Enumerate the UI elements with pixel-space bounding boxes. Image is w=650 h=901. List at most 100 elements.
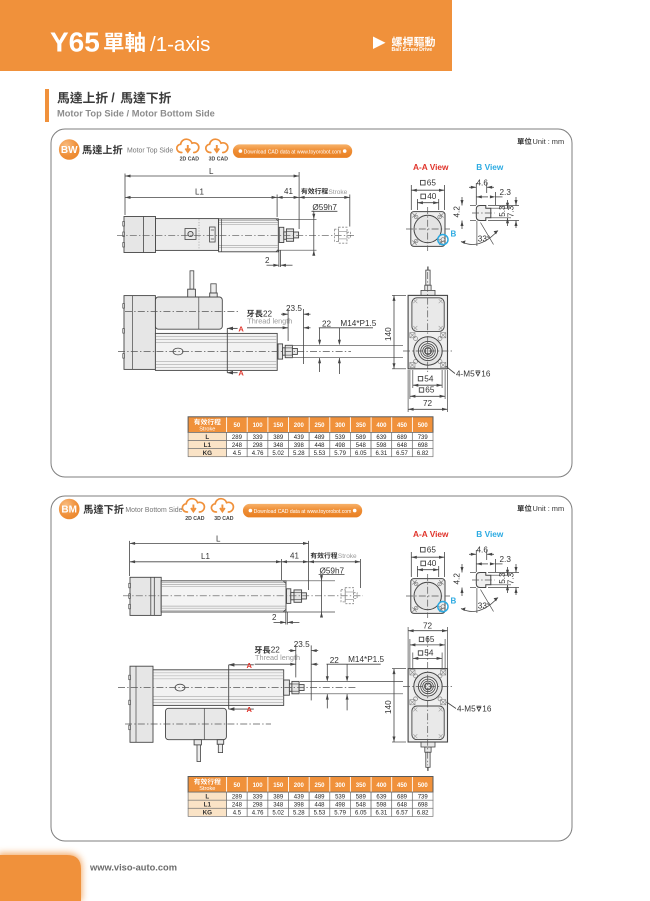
svg-text:4.6: 4.6: [477, 546, 489, 555]
svg-text:4.76: 4.76: [252, 811, 264, 817]
svg-text:489: 489: [314, 795, 325, 801]
svg-text:6.31: 6.31: [376, 811, 388, 817]
svg-text:16: 16: [481, 369, 491, 378]
svg-text:3D CAD: 3D CAD: [214, 516, 234, 522]
svg-text:BW: BW: [61, 145, 78, 156]
svg-text:398: 398: [294, 443, 305, 449]
svg-text:4.5: 4.5: [233, 451, 242, 457]
svg-text:4-M5: 4-M5: [457, 705, 476, 714]
svg-text:250: 250: [314, 423, 325, 429]
svg-text:B: B: [451, 230, 457, 239]
svg-text:398: 398: [294, 803, 305, 809]
svg-text:6.57: 6.57: [396, 451, 408, 457]
svg-text:389: 389: [273, 435, 284, 441]
svg-text:65: 65: [425, 386, 435, 395]
svg-text:300: 300: [335, 423, 346, 429]
svg-text:Ball Screw Drive: Ball Screw Drive: [392, 47, 433, 53]
svg-text:350: 350: [356, 423, 367, 429]
svg-text:4.6: 4.6: [477, 179, 489, 188]
svg-text:150: 150: [273, 423, 284, 429]
svg-text:639: 639: [376, 435, 387, 441]
svg-text:Stroke: Stroke: [199, 786, 215, 792]
svg-text:450: 450: [397, 423, 408, 429]
svg-text:589: 589: [356, 435, 367, 441]
svg-text:448: 448: [314, 803, 325, 809]
svg-text:6.05: 6.05: [355, 811, 367, 817]
svg-text:M14*P1.5: M14*P1.5: [340, 319, 376, 328]
svg-text:648: 648: [397, 443, 408, 449]
svg-text:548: 548: [356, 803, 367, 809]
svg-text:500: 500: [418, 423, 429, 429]
svg-text:250: 250: [314, 783, 325, 789]
svg-text:22: 22: [330, 656, 340, 665]
svg-text:Motor Bottom Side: Motor Bottom Side: [125, 507, 182, 514]
svg-text:548: 548: [356, 443, 367, 449]
svg-text:L: L: [216, 534, 221, 543]
svg-text:A: A: [247, 661, 253, 670]
svg-text:4.5: 4.5: [233, 811, 242, 817]
svg-text:7.3: 7.3: [507, 572, 516, 584]
svg-text:/: /: [111, 91, 115, 105]
svg-text:5.28: 5.28: [293, 451, 305, 457]
svg-text:739: 739: [418, 435, 429, 441]
svg-text:A-A View: A-A View: [413, 162, 449, 172]
svg-text:598: 598: [376, 803, 387, 809]
svg-text:439: 439: [294, 795, 305, 801]
svg-text:/1-axis: /1-axis: [150, 33, 210, 56]
svg-text:16: 16: [482, 705, 492, 714]
svg-text:A: A: [238, 324, 244, 333]
svg-text:40: 40: [427, 192, 437, 201]
svg-text:6.31: 6.31: [376, 451, 388, 457]
svg-text:Motor Top Side / Motor Bottom: Motor Top Side / Motor Bottom Side: [57, 109, 215, 119]
svg-text:5.53: 5.53: [314, 811, 326, 817]
svg-text:Download CAD data at www.toyor: Download CAD data at www.toyorobot.com: [244, 149, 342, 155]
svg-text:KG: KG: [203, 810, 213, 817]
svg-text:389: 389: [273, 795, 284, 801]
svg-text:B View: B View: [476, 162, 504, 172]
svg-text:450: 450: [397, 783, 408, 789]
svg-text:33°: 33°: [478, 235, 490, 244]
svg-text:33°: 33°: [478, 602, 490, 611]
svg-text:BM: BM: [61, 505, 77, 516]
svg-text:Stroke: Stroke: [329, 189, 348, 196]
svg-text:5.02: 5.02: [272, 811, 284, 817]
svg-text:498: 498: [335, 443, 346, 449]
svg-text:50: 50: [234, 783, 241, 789]
svg-text:7.3: 7.3: [507, 205, 516, 217]
svg-text:589: 589: [356, 795, 367, 801]
svg-text:L1: L1: [195, 188, 204, 197]
svg-text:M14*P1.5: M14*P1.5: [348, 655, 384, 664]
svg-text:248: 248: [232, 803, 243, 809]
svg-text:23.5: 23.5: [286, 304, 302, 313]
svg-text:22: 22: [271, 646, 281, 655]
svg-text:350: 350: [356, 783, 367, 789]
svg-text:A: A: [247, 705, 253, 714]
svg-text:539: 539: [335, 435, 346, 441]
svg-text:50: 50: [234, 423, 241, 429]
svg-text:4.76: 4.76: [252, 451, 264, 457]
svg-text:150: 150: [273, 783, 284, 789]
svg-text:2.3: 2.3: [500, 188, 512, 197]
svg-text:689: 689: [397, 435, 408, 441]
svg-text:Thread length: Thread length: [247, 317, 292, 326]
svg-text:B View: B View: [476, 529, 504, 539]
svg-text:439: 439: [294, 435, 305, 441]
svg-text:KG: KG: [203, 450, 213, 457]
svg-text:Ø59h7: Ø59h7: [320, 566, 345, 575]
svg-text:5.3: 5.3: [498, 205, 507, 217]
svg-text:140: 140: [384, 327, 393, 341]
svg-text:289: 289: [232, 795, 243, 801]
svg-text:41: 41: [284, 187, 293, 196]
svg-text:298: 298: [253, 803, 264, 809]
svg-text:2: 2: [272, 613, 277, 622]
svg-text:65: 65: [427, 546, 437, 555]
svg-text:www.viso-auto.com: www.viso-auto.com: [89, 863, 177, 873]
svg-text:648: 648: [397, 803, 408, 809]
svg-text:400: 400: [376, 423, 387, 429]
svg-text:A: A: [238, 369, 244, 378]
svg-text:739: 739: [418, 795, 429, 801]
svg-text:500: 500: [418, 783, 429, 789]
svg-text:140: 140: [384, 700, 393, 714]
svg-text:A-A View: A-A View: [413, 529, 449, 539]
svg-text:L1: L1: [201, 552, 210, 561]
